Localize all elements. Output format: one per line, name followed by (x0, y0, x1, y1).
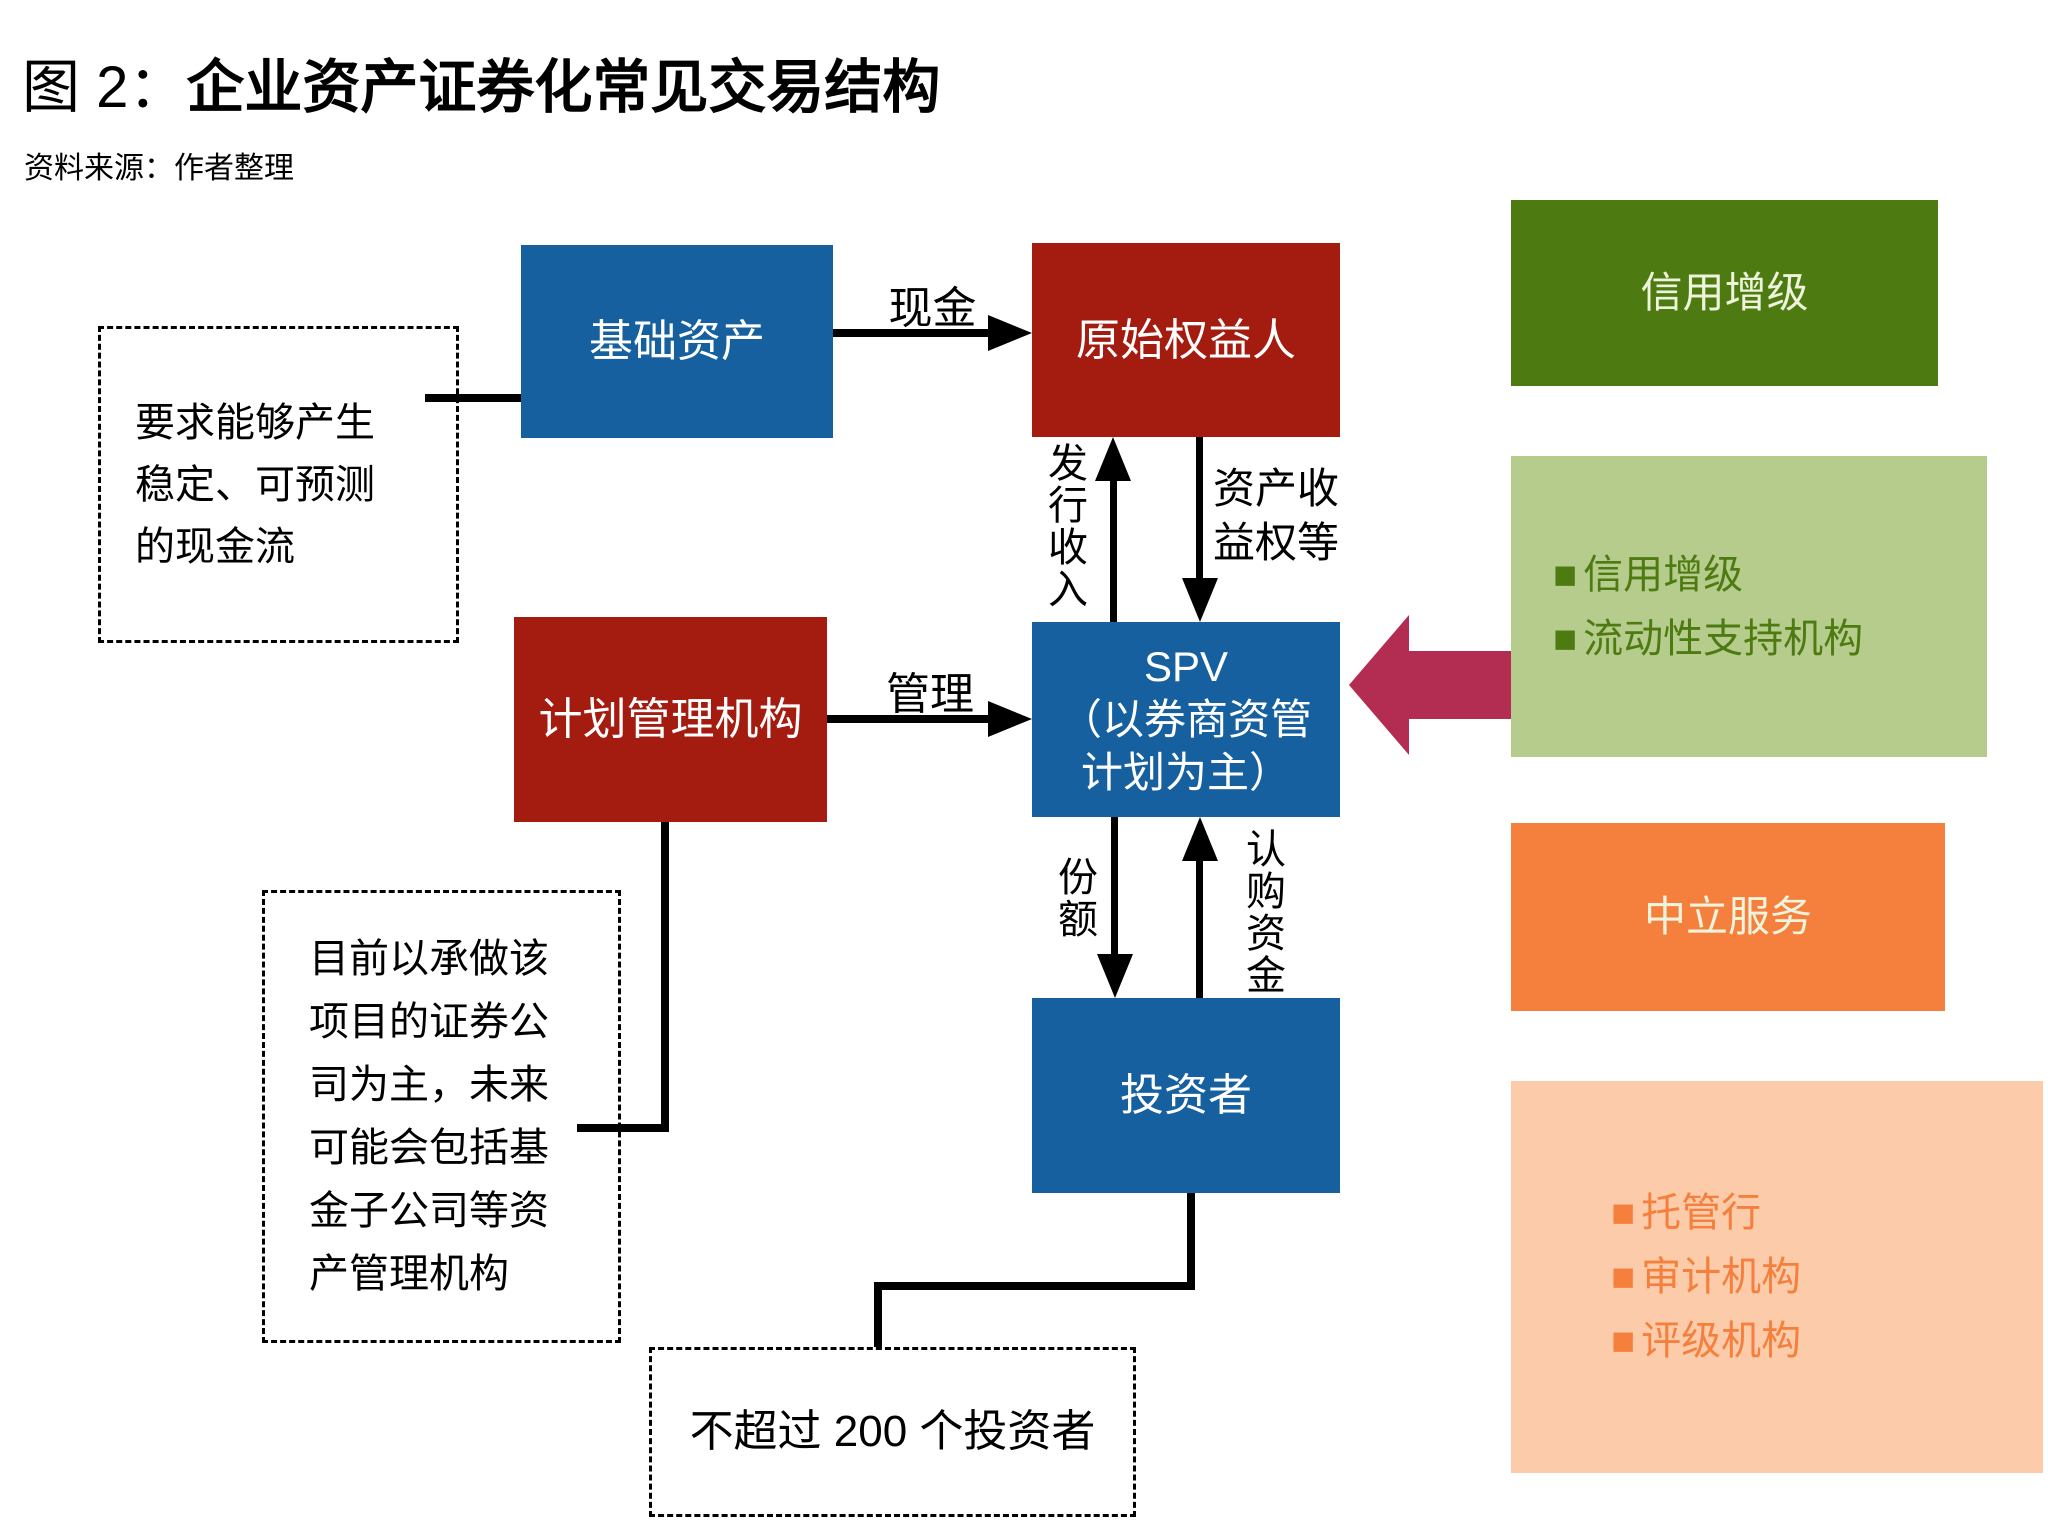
legend-item-label: 信用增级 (1583, 552, 1744, 597)
note-manager-detail: 目前以承做该 项目的证券公 司为主，未来 可能会包括基 金子公司等资 产管理机构 (262, 890, 621, 1343)
square-bullet-icon: ■ (1611, 1191, 1636, 1235)
edge-asset-rights-line (1196, 437, 1203, 578)
note-line: 要求能够产生 (135, 400, 375, 445)
node-originator: 原始权益人 (1032, 243, 1340, 437)
node-underlying-asset: 基础资产 (521, 245, 833, 438)
node-label: 计划管理机构 (538, 695, 803, 744)
legend-item: ■托管行 (1611, 1181, 2043, 1245)
connector-note3-horizontal (874, 1282, 1195, 1290)
legend-item-label: 流动性支持机构 (1583, 616, 1864, 661)
node-label: （以券商资管 (1059, 696, 1312, 743)
legend-item-label: 评级机构 (1641, 1319, 1802, 1363)
node-label: 投资者 (1120, 1071, 1252, 1120)
note-investor-limit: 不超过 200 个投资者 (649, 1347, 1136, 1517)
connector-note2-vertical (661, 822, 669, 1132)
edge-label-subscription: 认购资金 (1240, 828, 1284, 996)
legend-support-institutions: ■信用增级 ■流动性支持机构 (1511, 456, 1987, 757)
note-line: 目前以承做该 (309, 936, 549, 981)
legend-item: ■流动性支持机构 (1553, 607, 1987, 671)
note-line: 项目的证券公 (309, 999, 549, 1044)
square-bullet-icon: ■ (1553, 616, 1578, 661)
node-spv: SPV （以券商资管 计划为主） (1032, 622, 1340, 817)
figure-label: 图 2： (22, 55, 187, 120)
note-line: 金子公司等资 (309, 1188, 549, 1233)
square-bullet-icon: ■ (1611, 1319, 1636, 1363)
legend-label: 信用增级 (1640, 269, 1809, 316)
page-title: 图 2：企业资产证券化常见交易结构 (22, 50, 940, 126)
note-line: 的现金流 (135, 524, 295, 569)
edge-subscription-line (1196, 861, 1203, 998)
note-line: 可能会包括基 (309, 1125, 549, 1170)
connector-note2-horizontal (577, 1124, 669, 1132)
legend-item-label: 审计机构 (1641, 1255, 1802, 1299)
figure-title: 企业资产证券化常见交易结构 (186, 55, 941, 120)
connector-note3-v2 (874, 1282, 882, 1347)
edge-label-line: 益权等 (1213, 519, 1340, 566)
connector-note1 (425, 394, 521, 402)
edge-label-asset-rights: 资产收 益权等 (1213, 462, 1339, 570)
connector-note3-v1 (1187, 1193, 1195, 1290)
node-investors: 投资者 (1032, 998, 1340, 1193)
note-cashflow-requirement: 要求能够产生 稳定、可预测 的现金流 (98, 326, 459, 643)
node-label: 基础资产 (589, 317, 765, 366)
legend-service-institutions: ■托管行 ■审计机构 ■评级机构 (1511, 1081, 2043, 1473)
legend-item: ■审计机构 (1611, 1245, 2043, 1309)
note-line: 不超过 200 个投资者 (689, 1407, 1096, 1456)
square-bullet-icon: ■ (1553, 552, 1578, 597)
edge-label-cash: 现金 (888, 284, 977, 333)
arrowhead-up-icon (1182, 817, 1218, 861)
node-label: 计划为主） (1080, 749, 1291, 796)
node-plan-manager: 计划管理机构 (514, 617, 827, 822)
edge-issue-line (1110, 477, 1117, 622)
edge-shares-line (1111, 817, 1118, 954)
edge-cash-line (833, 329, 990, 337)
arrowhead-down-icon (1182, 578, 1218, 622)
legend-item: ■评级机构 (1611, 1309, 2043, 1373)
legend-label: 中立服务 (1643, 893, 1812, 940)
legend-neutral-service: 中立服务 (1511, 823, 1945, 1011)
note-line: 司为主，未来 (309, 1062, 549, 1107)
node-label: 原始权益人 (1076, 315, 1296, 365)
note-line: 稳定、可预测 (135, 462, 375, 507)
node-label: SPV (1143, 643, 1229, 690)
credit-support-arrow-icon (1349, 615, 1512, 755)
edge-label-shares: 份额 (1052, 856, 1096, 940)
note-line: 产管理机构 (309, 1251, 509, 1296)
arrowhead-up-icon (1095, 437, 1131, 481)
legend-credit-enhancement: 信用增级 (1511, 200, 1938, 386)
arrowhead-right-icon (988, 701, 1032, 737)
source-note: 资料来源：作者整理 (24, 152, 294, 185)
legend-item-label: 托管行 (1641, 1191, 1762, 1235)
arrowhead-right-icon (988, 315, 1032, 351)
edge-label-line: 资产收 (1213, 465, 1340, 512)
edge-manage-line (827, 715, 988, 723)
square-bullet-icon: ■ (1611, 1255, 1636, 1299)
arrowhead-down-icon (1097, 954, 1133, 998)
legend-item: ■信用增级 (1553, 543, 1987, 607)
edge-label-manage: 管理 (886, 670, 974, 719)
edge-label-issue-income: 发行收入 (1042, 442, 1086, 610)
